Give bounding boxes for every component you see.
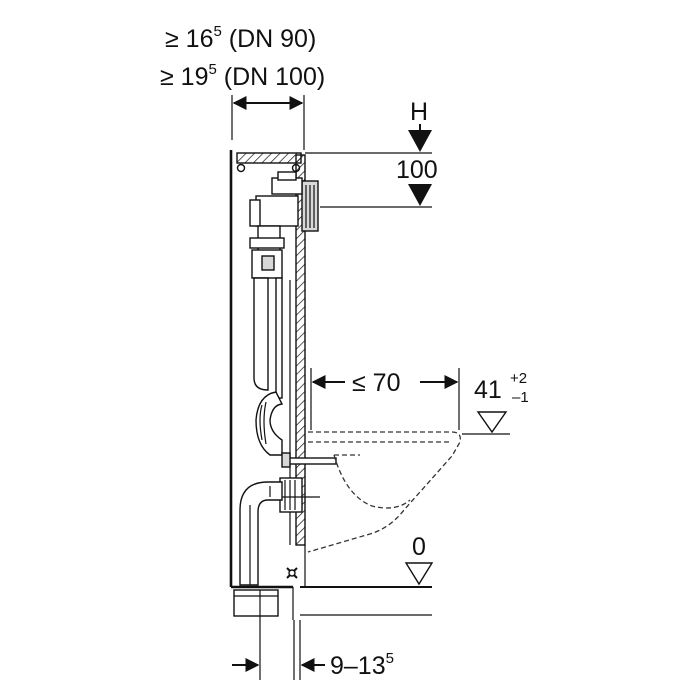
frame-foot — [286, 567, 298, 579]
svg-text:100: 100 — [396, 156, 438, 184]
floor-level-marker: 0 — [404, 533, 434, 586]
frame-top-rail — [236, 152, 302, 173]
floor-line — [292, 586, 432, 620]
flush-actuator-plate — [301, 180, 319, 232]
drain-offset-dimension — [232, 590, 325, 680]
width-label-dn90: ≥ 165 (DN 90) — [165, 23, 316, 53]
flush-pipe — [255, 391, 284, 456]
width-dimension — [231, 95, 305, 150]
wall-outline — [229, 150, 293, 589]
width-label-dn100: ≥ 195 (DN 100) — [160, 61, 325, 91]
svg-text:–1: –1 — [512, 389, 529, 406]
waste-pipe — [233, 481, 283, 617]
h-marker: H — [305, 98, 432, 154]
svg-text:0: 0 — [412, 533, 426, 561]
projection-dimension — [310, 368, 460, 430]
bowl-connector — [279, 452, 337, 513]
drain-offset-label: 9–135 — [330, 650, 394, 680]
frame-front-panel — [295, 154, 306, 546]
seat-height-marker: 41 +2 –1 — [462, 370, 529, 435]
wc-bowl-outline — [307, 431, 461, 553]
projection-label: ≤ 70 — [352, 369, 400, 397]
svg-text:41: 41 — [474, 376, 502, 404]
svg-text:H: H — [410, 98, 428, 126]
cistern-body — [249, 171, 303, 399]
svg-text:+2: +2 — [510, 370, 527, 387]
h-offset-label: 100 — [320, 156, 438, 208]
